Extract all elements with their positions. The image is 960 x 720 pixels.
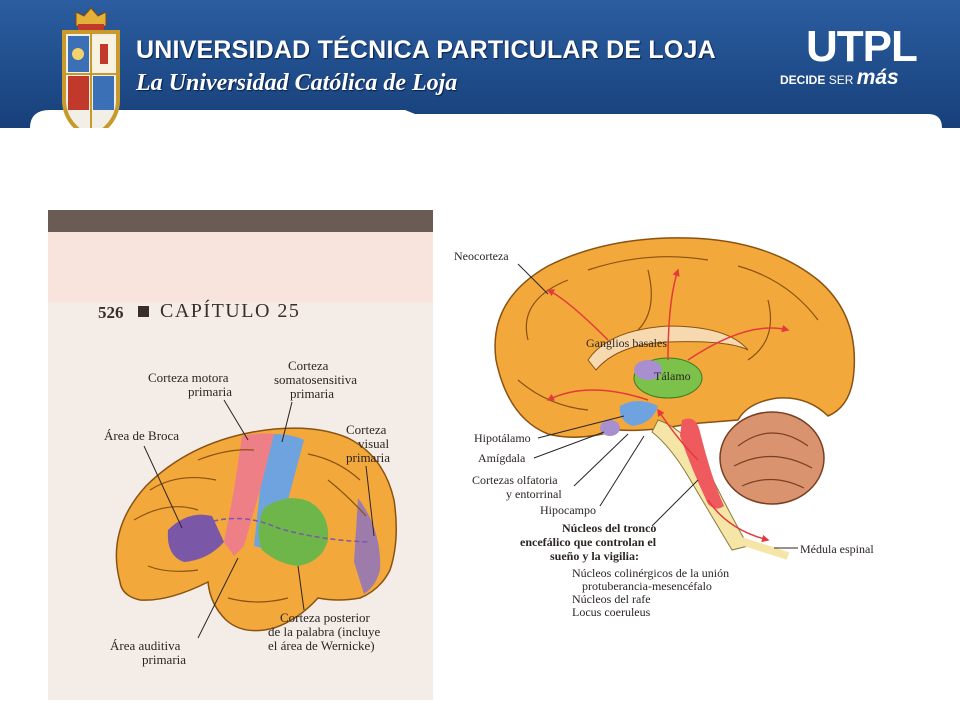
- spinal-cord: [736, 536, 790, 560]
- cerebellum-region: [719, 411, 825, 505]
- header: UNIVERSIDAD TÉCNICA PARTICULAR DE LOJA L…: [0, 0, 960, 128]
- label-medula: Médula espinal: [800, 542, 874, 556]
- label-amigdala: Amígdala: [478, 451, 526, 465]
- label-nucleos-line2: encefálico que controlan el: [520, 535, 657, 549]
- lateral-brain-figure: 526 CAPÍTULO 25 Corteza motora primaria …: [48, 210, 433, 700]
- leader-neocorteza: [517, 263, 549, 295]
- brainstem-nuclei-region: [680, 418, 724, 509]
- leader-somato: [281, 401, 293, 443]
- university-name: UNIVERSIDAD TÉCNICA PARTICULAR DE LOJA: [136, 36, 716, 64]
- slogan-decide: DECIDE: [780, 73, 829, 87]
- pathway-arrow-2: [667, 268, 680, 361]
- leader-hipocampo: [599, 435, 645, 507]
- hypothalamus-region: [619, 401, 658, 426]
- label-broca: Área de Broca: [104, 428, 179, 443]
- sagittal-brain-figure: Neocorteza Ganglios basales Tálamo Hipot…: [454, 237, 874, 619]
- label-corteza-motora-line2: primaria: [188, 384, 232, 399]
- label-posterior-line1: Corteza posterior: [280, 610, 371, 625]
- label-hipotalamo: Hipotálamo: [474, 431, 531, 445]
- chapter-title: CAPÍTULO 25: [160, 299, 300, 322]
- header-band: [0, 0, 960, 128]
- amygdala-region: [600, 420, 620, 436]
- label-visual-line2: visual: [358, 436, 389, 451]
- leader-visual: [365, 465, 375, 537]
- label-nucleos-line3: sueño y la vigilia:: [550, 549, 639, 563]
- slogan: DECIDE SER más: [780, 66, 899, 90]
- label-somato-line1: Corteza: [288, 358, 329, 373]
- leader-motora: [223, 399, 249, 441]
- label-olfatoria-line1: Cortezas olfatoria: [472, 473, 558, 487]
- pathway-arrow-4: [546, 389, 649, 401]
- label-hipocampo: Hipocampo: [540, 503, 596, 517]
- chapter-bullet: [138, 306, 149, 317]
- leader-broca: [143, 445, 183, 529]
- slogan-mas: más: [856, 66, 899, 89]
- brain-figures-svg: 526 CAPÍTULO 25 Corteza motora primaria …: [48, 210, 874, 700]
- label-nucleos-line1: Núcleos del tronco: [562, 521, 656, 535]
- label-sub-line4: Locus coeruleus: [572, 605, 651, 619]
- label-posterior-line2: de la palabra (incluye: [268, 624, 380, 639]
- visual-cortex-region: [354, 498, 381, 594]
- pathway-arrow-6: [657, 408, 699, 461]
- label-sub-line2: protuberancia-mesencéfalo: [582, 579, 712, 593]
- gyri-lines: [133, 449, 367, 603]
- leader-amigdala: [533, 431, 605, 459]
- broca-area-region: [167, 514, 224, 562]
- pathway-arrow-1: [546, 289, 609, 341]
- cerebellum-folia: [733, 432, 813, 489]
- label-sub-line1: Núcleos colinérgicos de la unión: [572, 566, 729, 580]
- label-auditiva-line1: Área auditiva: [110, 638, 181, 653]
- page-top-edge: [48, 210, 433, 232]
- slogan-ser: SER: [828, 73, 857, 87]
- university-tagline: La Universidad Católica de Loja: [136, 70, 458, 96]
- label-visual-line3: primaria: [346, 450, 390, 465]
- motor-cortex-region: [224, 433, 274, 556]
- language-pathway-dashed: [197, 517, 369, 543]
- leader-nucleos: [651, 479, 699, 527]
- label-somato-line2: somatosensitiva: [274, 372, 357, 387]
- label-auditiva-line2: primaria: [142, 652, 186, 667]
- leader-posterior: [297, 565, 305, 611]
- pathway-arrow-5: [707, 499, 770, 543]
- label-neocorteza: Neocorteza: [454, 249, 509, 263]
- basal-ganglia-region: [634, 360, 662, 380]
- utpl-logo: UTPL: [806, 22, 918, 71]
- label-olfatoria-line2: y entorrinal: [506, 487, 562, 501]
- label-somato-line3: primaria: [290, 386, 334, 401]
- label-ganglios: Ganglios basales: [586, 336, 667, 350]
- leader-hipotalamo: [537, 415, 625, 439]
- leader-olfatoria: [573, 433, 629, 487]
- label-visual-line1: Corteza: [346, 422, 387, 437]
- page-header-tint: [48, 232, 433, 302]
- pathway-arrow-3: [687, 324, 790, 361]
- label-corteza-motora-line1: Corteza motora: [148, 370, 229, 385]
- brain-figures: 526 CAPÍTULO 25 Corteza motora primaria …: [48, 210, 912, 700]
- corpus-callosum: [587, 325, 749, 371]
- page-number: 526: [98, 303, 124, 322]
- university-crest-icon: [62, 7, 120, 128]
- label-posterior-line3: el área de Wernicke): [268, 638, 375, 653]
- leader-auditiva: [197, 557, 239, 639]
- label-sub-line3: Núcleos del rafe: [572, 592, 651, 606]
- label-talamo: Tálamo: [654, 369, 691, 383]
